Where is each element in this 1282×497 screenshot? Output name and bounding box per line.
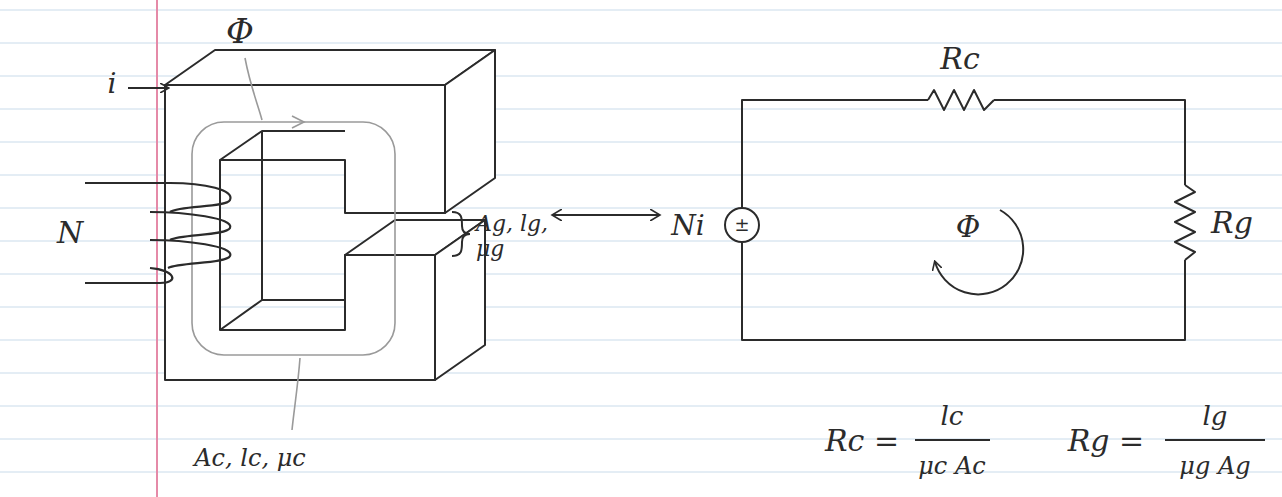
current-symbol: i — [108, 69, 117, 100]
magnetic-core — [165, 50, 495, 380]
coil-winding — [85, 183, 231, 283]
flux-symbol: Φ — [226, 13, 254, 50]
formula-numerator: lg — [1203, 402, 1228, 431]
formula-numerator: lc — [941, 402, 964, 431]
formula-lhs: Rc = — [825, 424, 899, 457]
resistor-label: Rc — [940, 42, 979, 75]
margin-line — [156, 0, 158, 497]
formula-lhs: Rg = — [1068, 424, 1144, 457]
source-label: Ni — [671, 211, 704, 242]
current-arrow — [128, 87, 168, 89]
fraction-bar — [1165, 439, 1265, 441]
source-symbol: ± — [724, 207, 760, 243]
gap-parameters: Ag, lg, μg — [476, 211, 568, 262]
formula-denominator: μg Ag — [1179, 453, 1250, 479]
formula-denominator: μc Ac — [918, 453, 985, 479]
flux-loop-arrow — [935, 210, 1023, 294]
gap-bracket — [452, 212, 470, 256]
resistor-label: Rg — [1211, 206, 1253, 239]
flux-symbol: Φ — [956, 210, 981, 243]
paper-lines — [0, 10, 1282, 472]
circuit-wire — [742, 90, 1195, 340]
fraction-bar — [915, 439, 990, 441]
turns-symbol: N — [57, 216, 83, 249]
core-parameters: Ac, lc, μc — [194, 445, 305, 471]
source-polarity: ± — [734, 216, 749, 234]
equivalence-arrow — [552, 214, 660, 216]
flux-path — [192, 58, 395, 430]
